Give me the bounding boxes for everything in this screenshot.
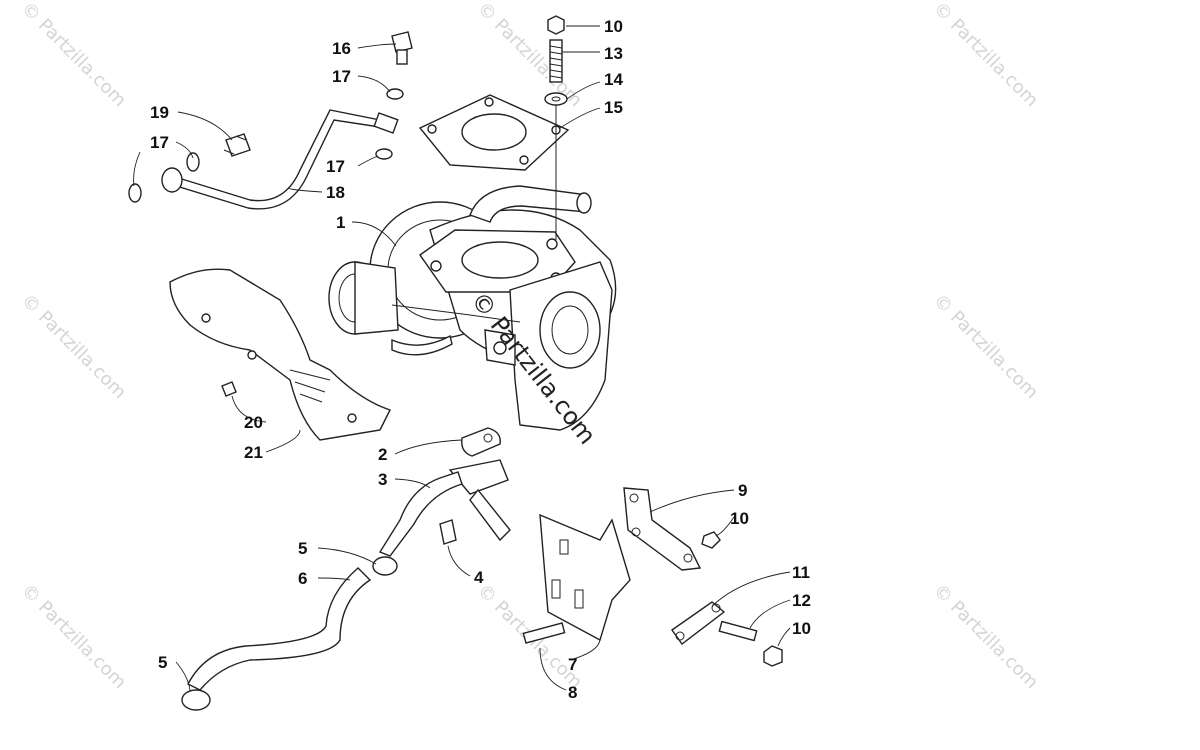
nut-10-strap[interactable] (763, 645, 783, 667)
callout-19: 19 (150, 103, 169, 122)
sealing-washers-17[interactable] (128, 88, 404, 203)
callout-14: 14 (604, 70, 623, 89)
callout-18: 18 (326, 183, 345, 202)
callout-12: 12 (792, 591, 811, 610)
mounting-bracket[interactable] (539, 513, 631, 642)
callout-5: 5 (158, 653, 167, 672)
callout-9: 9 (738, 481, 747, 500)
brace-plate[interactable] (623, 487, 702, 571)
heat-shield[interactable] (169, 268, 391, 441)
callout-16: 16 (332, 39, 351, 58)
callout-10: 10 (604, 17, 623, 36)
drain-hose[interactable] (187, 567, 372, 691)
callout-7: 7 (568, 655, 577, 674)
callout-3: 3 (378, 470, 387, 489)
callout-21: 21 (244, 443, 263, 462)
strap-11[interactable] (671, 601, 726, 645)
callout-15: 15 (604, 98, 623, 117)
oil-drain-tube[interactable] (378, 459, 511, 557)
stud-12[interactable] (718, 620, 758, 642)
callout-17: 17 (332, 67, 351, 86)
callout-4: 4 (474, 568, 484, 587)
bolt-20[interactable] (221, 381, 237, 397)
callout-11: 11 (792, 563, 810, 582)
stud-8[interactable] (522, 622, 566, 644)
nut-10-brace[interactable] (701, 531, 721, 549)
callout-6: 6 (298, 569, 307, 588)
callout-1: 1 (336, 213, 345, 232)
banjo-bolt-16[interactable] (391, 31, 413, 65)
oil-feed-line[interactable] (161, 109, 399, 210)
turbocharger[interactable] (328, 185, 617, 431)
leader-lines (133, 25, 791, 691)
callout-8: 8 (568, 683, 577, 702)
bolt-4[interactable] (439, 519, 457, 545)
callout-10: 10 (730, 509, 749, 528)
callout-17: 17 (150, 133, 169, 152)
banjo-bolt-19[interactable] (223, 133, 251, 157)
oil-drain-gasket[interactable] (461, 427, 501, 457)
callout-17: 17 (326, 157, 345, 176)
callout-5: 5 (298, 539, 307, 558)
callout-13: 13 (604, 44, 623, 63)
turbo-flange-gasket[interactable] (418, 94, 570, 171)
stud-nut-stack[interactable] (544, 15, 568, 240)
callout-2: 2 (378, 445, 387, 464)
callout-20: 20 (244, 413, 263, 432)
hose-clamp-5-lower[interactable] (181, 689, 211, 711)
callout-labels: 10 13 14 15 16 17 17 19 17 18 1 20 21 2 … (150, 17, 811, 702)
hose-clamp-5-upper[interactable] (372, 556, 398, 576)
callout-10: 10 (792, 619, 811, 638)
